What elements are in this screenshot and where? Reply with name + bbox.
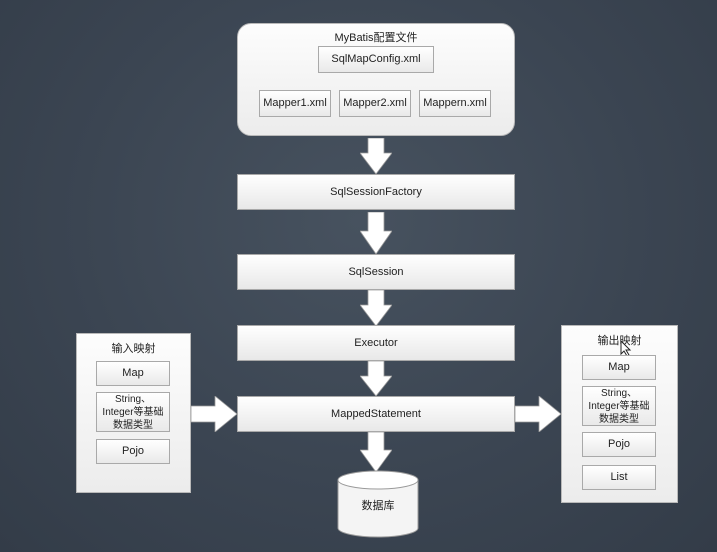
input-mapping-panel: 输入映射 xyxy=(76,333,191,493)
database-cylinder-icon xyxy=(337,470,419,538)
mappedstatement-box: MappedStatement xyxy=(237,396,515,432)
right-arrow-icon xyxy=(515,396,561,432)
mapper2-box: Mapper2.xml xyxy=(339,90,411,117)
output-mapping-title: 输出映射 xyxy=(597,335,642,347)
down-arrow-icon xyxy=(360,361,392,396)
executor-box: Executor xyxy=(237,325,515,361)
mappern-box: Mappern.xml xyxy=(419,90,491,117)
config-title: MyBatis配置文件 xyxy=(334,32,418,44)
output-map-box: Map xyxy=(582,355,656,380)
down-arrow-icon xyxy=(360,212,392,254)
output-basic-types-box: String、Integer等基础数据类型 xyxy=(582,386,656,426)
input-mapping-title: 输入映射 xyxy=(111,343,156,355)
right-arrow-icon xyxy=(191,396,237,432)
mapper1-box: Mapper1.xml xyxy=(259,90,331,117)
input-basic-types-box: String、Integer等基础数据类型 xyxy=(96,392,170,432)
output-list-box: List xyxy=(582,465,656,490)
input-pojo-box: Pojo xyxy=(96,439,170,464)
config-panel: MyBatis配置文件 xyxy=(237,23,515,136)
input-map-box: Map xyxy=(96,361,170,386)
database-label: 数据库 xyxy=(361,500,395,512)
sqlsession-box: SqlSession xyxy=(237,254,515,290)
down-arrow-icon xyxy=(360,432,392,472)
output-pojo-box: Pojo xyxy=(582,432,656,457)
sqlsessionfactory-box: SqlSessionFactory xyxy=(237,174,515,210)
down-arrow-icon xyxy=(360,138,392,174)
sqlmapconfig-box: SqlMapConfig.xml xyxy=(318,46,434,73)
down-arrow-icon xyxy=(360,290,392,326)
